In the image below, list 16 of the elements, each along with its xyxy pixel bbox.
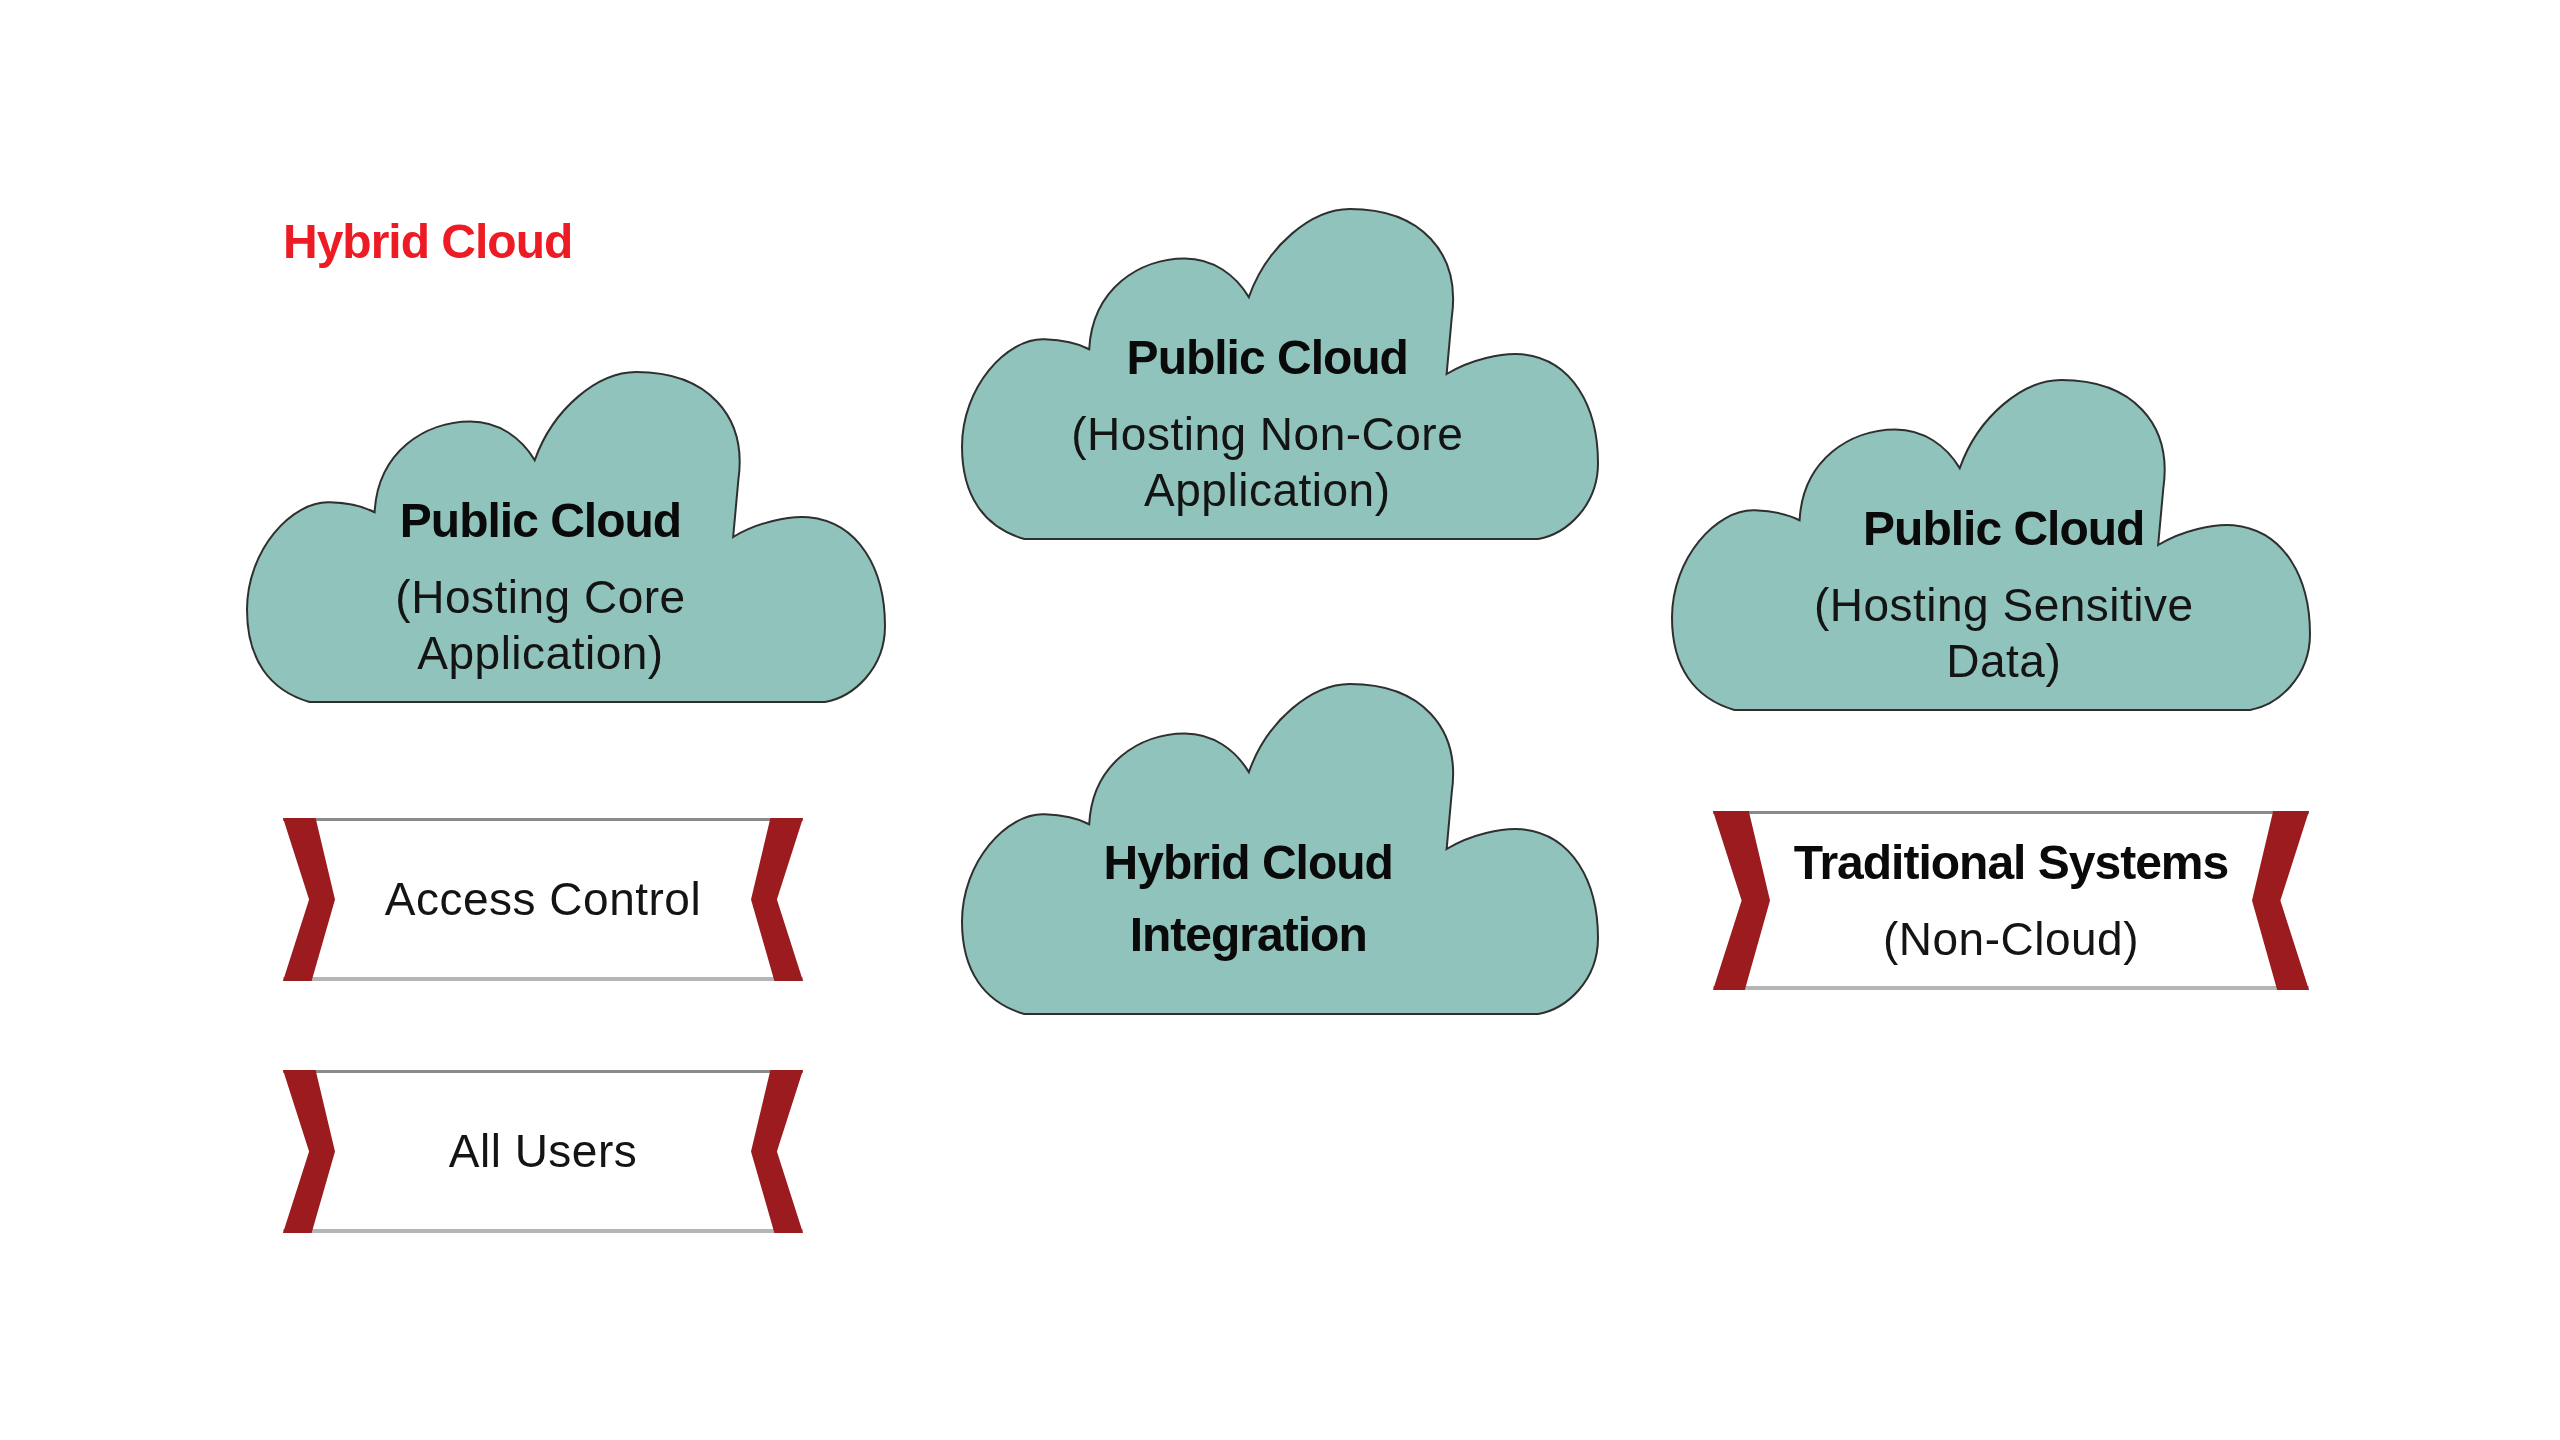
node-heading: Public Cloud — [1862, 500, 2146, 557]
cloud-shape — [962, 209, 1598, 539]
cloud-shape — [962, 684, 1598, 1014]
node-subtext: (Hosting Non-Core Application) — [1070, 407, 1465, 519]
cloud-shape — [247, 372, 885, 702]
node-subtext: (Hosting Core Application) — [394, 570, 687, 682]
node-heading: Hybrid Cloud Integration — [1102, 834, 1394, 963]
node-label: All Users — [447, 1123, 639, 1179]
node-label: Access Control — [383, 871, 703, 927]
cloud-shape — [1672, 380, 2310, 710]
node-subtext: (Non-Cloud) — [1882, 912, 2140, 968]
node-heading: Public Cloud — [1125, 329, 1409, 386]
node-heading: Public Cloud — [398, 492, 683, 549]
node-heading: Traditional Systems — [1792, 834, 2230, 891]
diagram-title: Hybrid Cloud — [283, 214, 573, 270]
node-subtext: (Hosting Sensitive Data) — [1812, 578, 2195, 690]
